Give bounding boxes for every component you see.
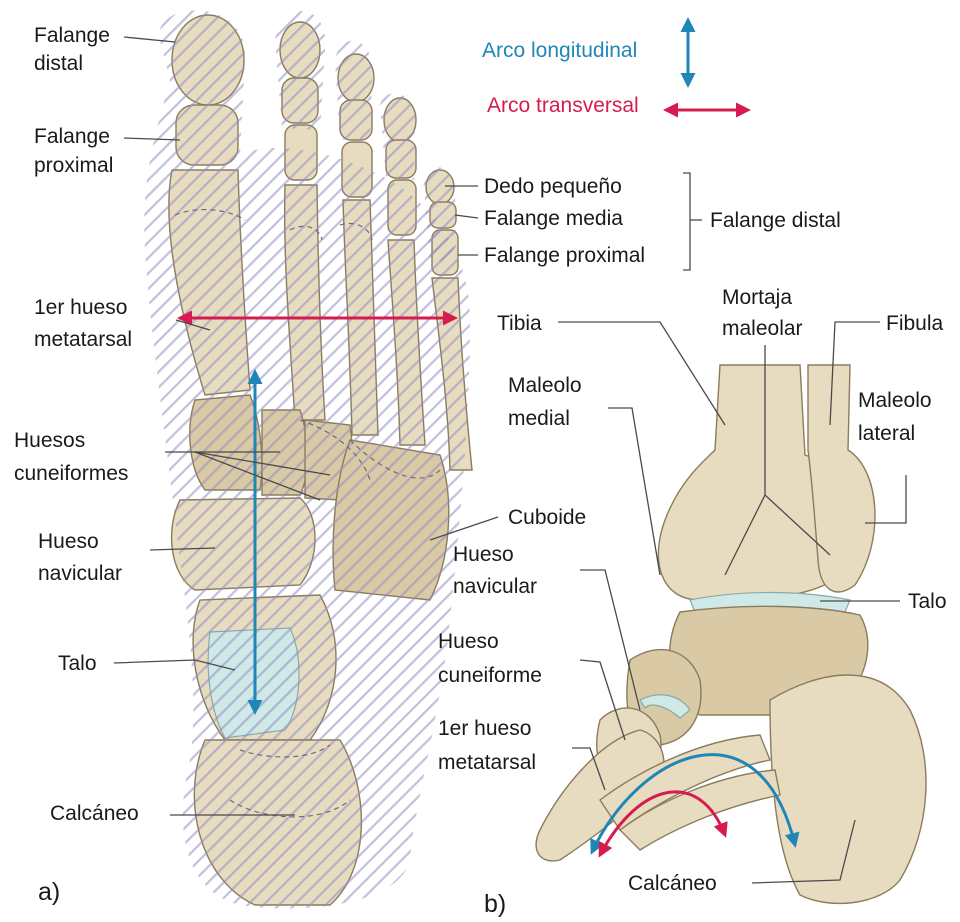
label-tibia: Tibia xyxy=(497,312,542,335)
foot-dorsal-view xyxy=(144,10,472,908)
label-navicular-a-2: navicular xyxy=(38,562,122,585)
label-metatarsal-a-2: metatarsal xyxy=(34,328,132,351)
label-navicular-b-1: Hueso xyxy=(453,543,514,566)
label-falange-media: Falange media xyxy=(484,207,623,230)
label-cuboide: Cuboide xyxy=(508,506,586,529)
panel-label-b: b) xyxy=(484,890,506,918)
label-falange-distal-1: Falange xyxy=(34,24,110,47)
label-calcaneo-a: Calcáneo xyxy=(50,802,139,825)
label-navicular-b-2: navicular xyxy=(453,575,537,598)
label-maleolo-lateral-2: lateral xyxy=(858,422,915,445)
label-falange-proximal-right: Falange proximal xyxy=(484,244,645,267)
label-dedo-pequeno: Dedo pequeño xyxy=(484,175,622,198)
label-calcaneo-b: Calcáneo xyxy=(628,872,717,895)
label-falange-proximal-2: proximal xyxy=(34,154,113,177)
foot-medial-view xyxy=(536,365,926,903)
label-talo-a: Talo xyxy=(58,652,97,675)
label-metatarsal-b-2: metatarsal xyxy=(438,751,536,774)
panel-label-a: a) xyxy=(38,878,60,906)
label-maleolo-lateral-1: Maleolo xyxy=(858,389,932,412)
legend-transverse-label: Arco transversal xyxy=(487,94,639,117)
label-cuneiforme-2: cuneiforme xyxy=(438,664,542,687)
arch-legend: Arco longitudinal Arco transversal xyxy=(482,20,748,117)
label-falange-distal-2: distal xyxy=(34,52,83,75)
calcaneus-shape xyxy=(770,675,926,903)
label-cuneiformes-1: Huesos xyxy=(14,429,85,452)
label-mortaja-1: Mortaja xyxy=(722,286,792,309)
label-metatarsal-b-1: 1er hueso xyxy=(438,717,531,740)
label-cuneiformes-2: cuneiformes xyxy=(14,462,128,485)
label-talo-b: Talo xyxy=(908,590,947,613)
label-mortaja-2: maleolar xyxy=(722,317,803,340)
label-fibula: Fibula xyxy=(886,312,944,335)
label-maleolo-medial-2: medial xyxy=(508,407,570,430)
legend-longitudinal-label: Arco longitudinal xyxy=(482,39,637,62)
label-navicular-a-1: Hueso xyxy=(38,530,99,553)
label-falange-distal-right: Falange distal xyxy=(710,209,841,232)
label-falange-proximal-1: Falange xyxy=(34,125,110,148)
label-cuneiforme-1: Hueso xyxy=(438,630,499,653)
label-metatarsal-a-1: 1er hueso xyxy=(34,296,127,319)
label-maleolo-medial-1: Maleolo xyxy=(508,374,582,397)
